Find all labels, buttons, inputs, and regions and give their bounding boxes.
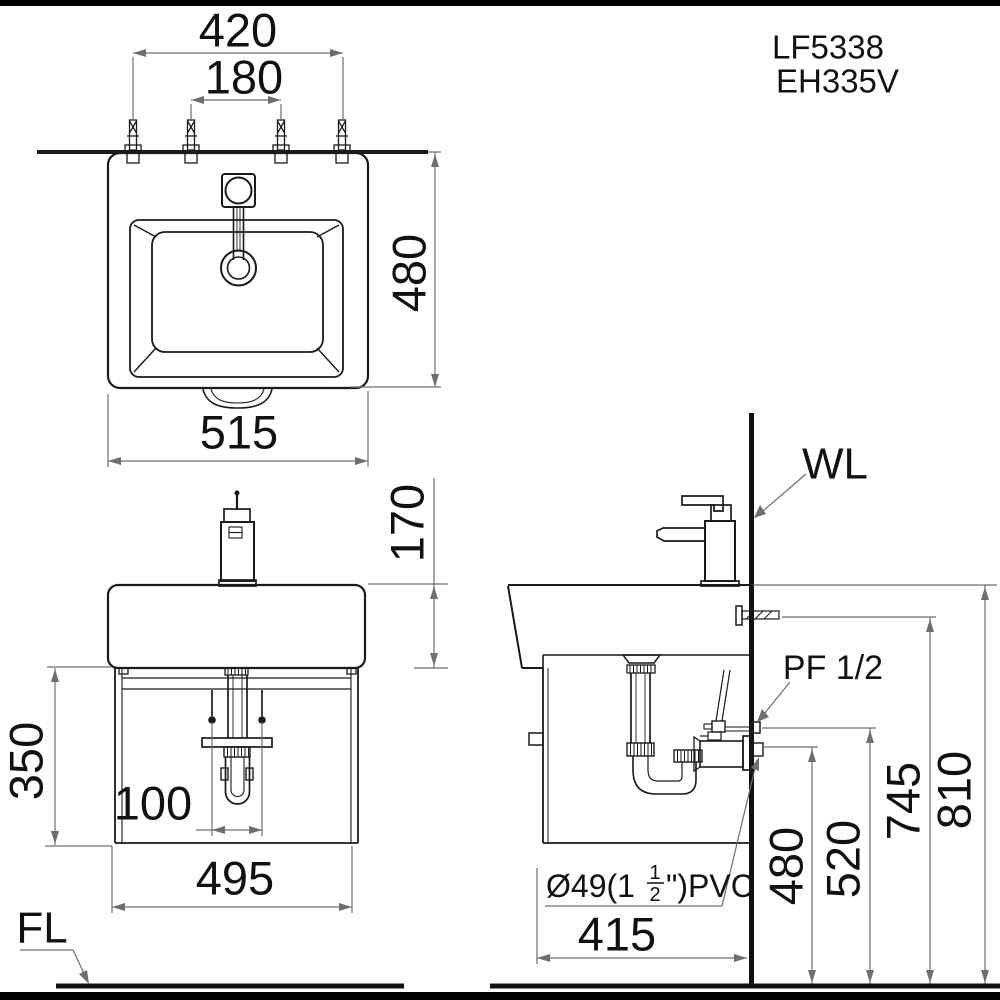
- supply-fitting-label: PF 1/2: [783, 649, 883, 687]
- hanger-bolts-front: [208, 690, 266, 724]
- dim-hanger-bolt-height: 745: [877, 762, 930, 840]
- page-top-border: [0, 0, 1000, 6]
- drain-pipe-fraction-numerator: 1: [649, 862, 660, 884]
- mount-bolt-icon: [182, 119, 200, 153]
- dim-overall-width: 515: [200, 406, 278, 459]
- drain-pipe-label-prefix: Ø49(1: [546, 868, 635, 904]
- dim-overall-depth: 480: [383, 234, 436, 312]
- wall-hanger-bolt: [735, 605, 780, 626]
- product-codes: LF5338 EH335V: [772, 29, 899, 100]
- basin-corner-chamfers: [133, 224, 340, 373]
- drain-trap-front: [201, 667, 273, 805]
- product-code-primary: LF5338: [772, 29, 884, 66]
- front-view-dimensions: [45, 478, 448, 913]
- dim-drain-outlet-height: 480: [760, 827, 813, 905]
- side-view: 480 520 745 810 415 WL PF 1/2 Ø49(1 1 2 …: [507, 413, 997, 988]
- dim-supply-height: 520: [817, 820, 870, 898]
- dim-cabinet-height: 350: [0, 722, 53, 800]
- drain-hole-inner: [226, 256, 251, 280]
- side-view-dimensions: [536, 584, 997, 984]
- floor-line-label: FL: [16, 904, 67, 953]
- mount-bolt-icon: [124, 119, 142, 153]
- wall-line-leader: [755, 473, 807, 518]
- faucet-front: [218, 490, 257, 587]
- drain-hole-outer: [220, 249, 257, 287]
- pf-fitting: [750, 721, 761, 734]
- mount-bolt-stubs: [126, 152, 349, 164]
- product-code-secondary: EH335V: [776, 63, 899, 100]
- dim-drain-offset: 100: [114, 777, 192, 830]
- mount-bolt-icon: [272, 119, 290, 153]
- floor: FL: [16, 904, 1000, 989]
- drain-pipe-label: Ø49(1 1 2 ")PVC: [545, 757, 759, 907]
- dim-faucet-hole-spacing: 180: [205, 51, 283, 104]
- top-view-dimensions: [107, 49, 441, 467]
- mount-bolt-icon: [333, 119, 351, 153]
- faucet-hole-square: [221, 173, 256, 208]
- dim-mount-bolt-spacing: 420: [199, 4, 277, 57]
- front-view: 170 350 100 495: [0, 478, 448, 913]
- drain-pipe-fraction-denominator: 2: [649, 884, 660, 906]
- dim-cabinet-width: 495: [196, 852, 274, 905]
- wall-drain-flange: [742, 735, 752, 771]
- dim-faucet-height: 170: [381, 484, 434, 562]
- basin-rim: [129, 219, 344, 378]
- drain-pipe-label-suffix: ")PVC: [666, 868, 754, 904]
- overflow-notch-outer: [202, 388, 273, 409]
- sink-outline-top: [106, 151, 370, 390]
- faucet-side: [656, 495, 740, 587]
- cabinet-front: [114, 668, 359, 844]
- page-bottom-border: [0, 992, 1000, 1000]
- sink-tab-left: [118, 667, 129, 675]
- faucet-hole-circle: [224, 176, 253, 205]
- dim-depth-to-wall: 415: [578, 908, 656, 961]
- cabinet-knob: [528, 732, 544, 746]
- top-view: 420 180 480 515: [37, 4, 441, 467]
- mount-bolt-icons: [124, 119, 351, 153]
- drain-plumbing-side: [621, 654, 764, 795]
- overflow-notch-inner: [210, 388, 265, 404]
- wall-line-label: WL: [802, 440, 868, 489]
- sink-front-outline: [106, 583, 367, 670]
- cabinet-side: [528, 668, 750, 844]
- faucet-stem-top: [232, 207, 245, 260]
- basin-bowl: [151, 231, 324, 353]
- dim-rim-height: 810: [928, 751, 981, 829]
